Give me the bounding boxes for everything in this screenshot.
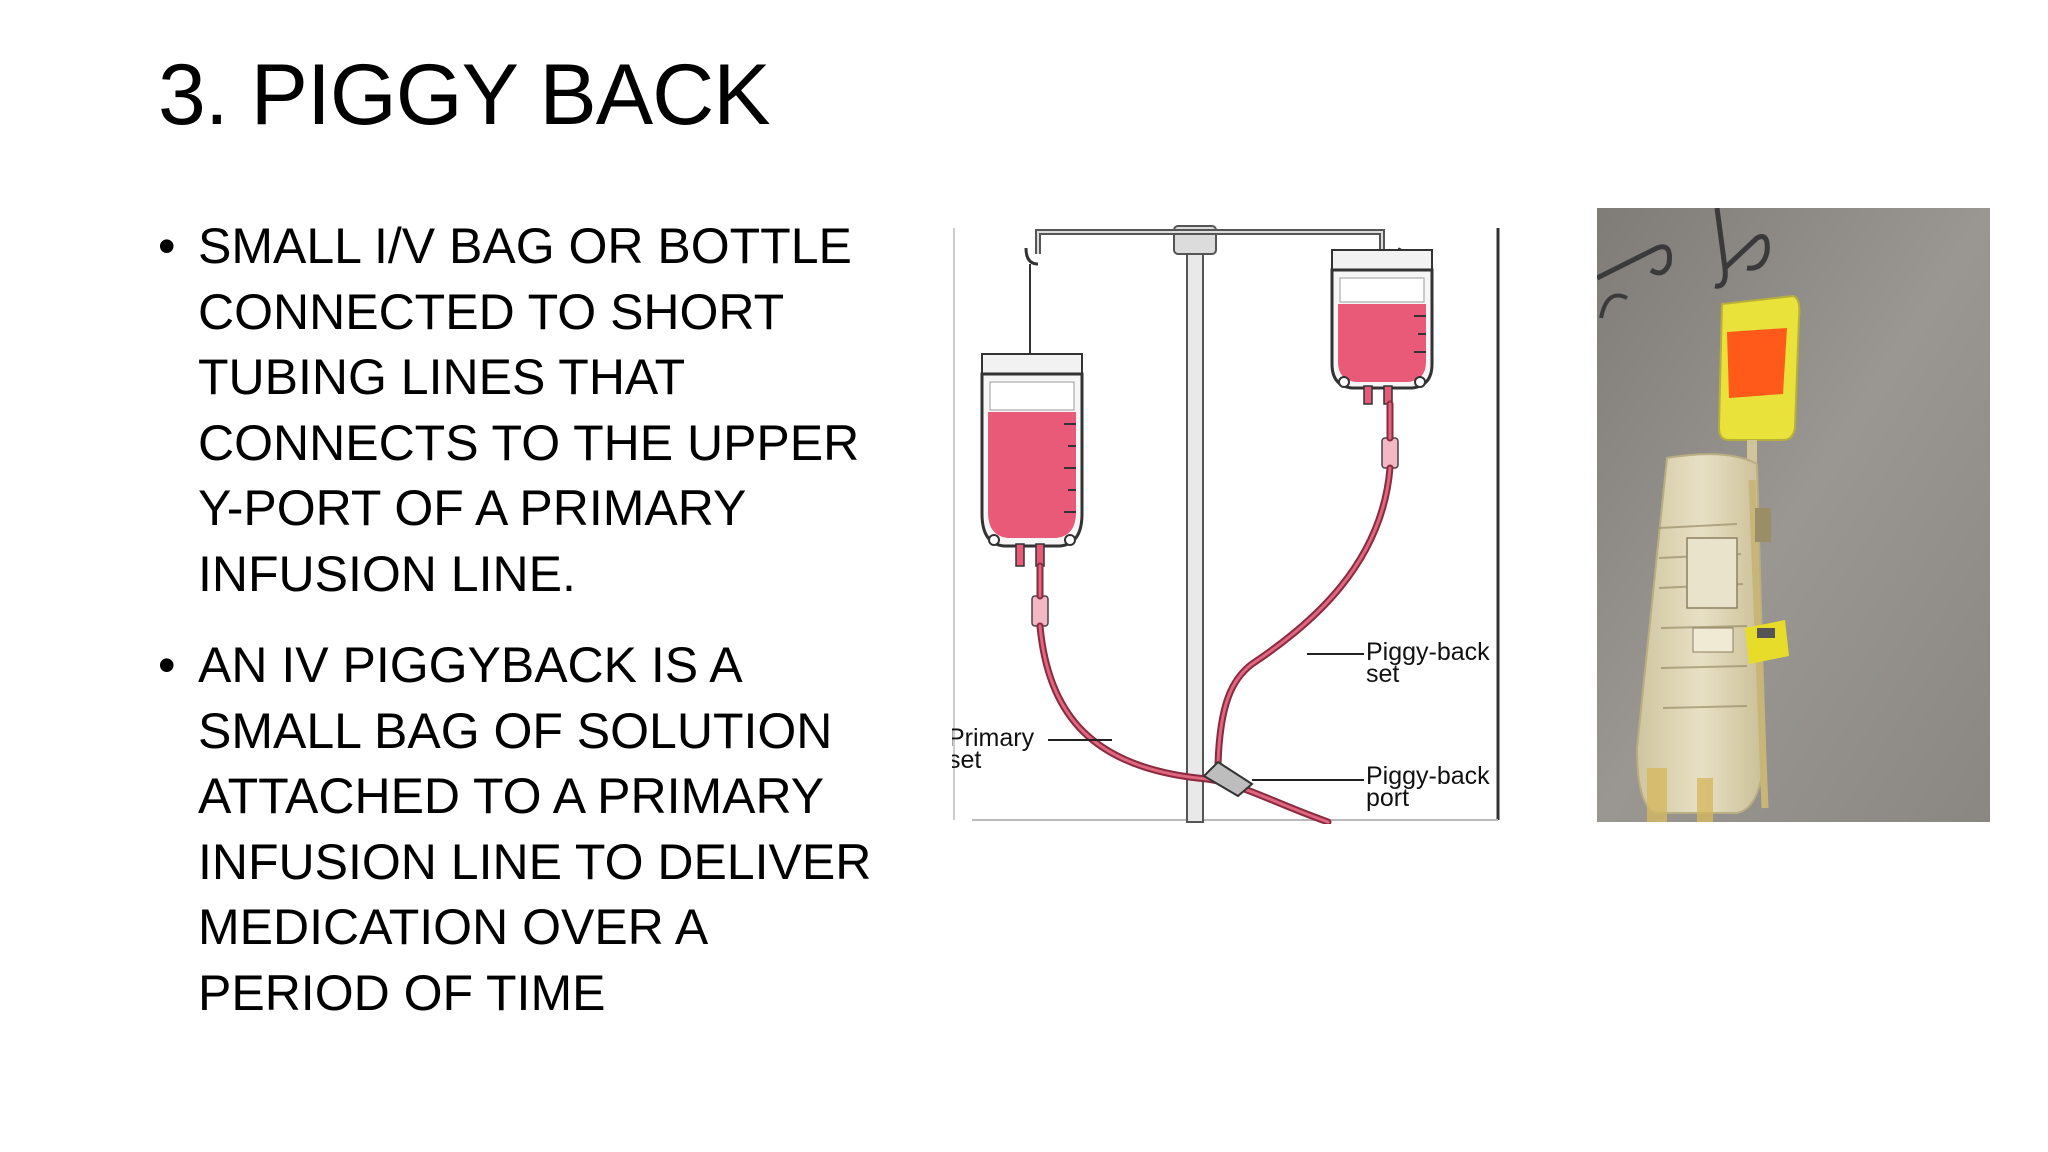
- iv-tubing: [1036, 400, 1394, 824]
- primary-set-label: Primary: [952, 724, 1035, 752]
- piggyback-bag: [1330, 249, 1434, 469]
- piggyback-set-label-line2: set: [1366, 660, 1399, 688]
- piggyback-set-label: Piggy-back: [1366, 638, 1490, 666]
- bullet-item: SMALL I/V BAG OR BOTTLE CONNECTED TO SHO…: [158, 214, 888, 607]
- bullet-item: AN IV PIGGYBACK IS A SMALL BAG OF SOLUTI…: [158, 633, 888, 1026]
- piggyback-port-label-line2: port: [1366, 784, 1409, 812]
- bullet-list: SMALL I/V BAG OR BOTTLE CONNECTED TO SHO…: [158, 214, 888, 1052]
- piggyback-diagram-illustration: Primary set Piggy-back set Piggy-back po…: [952, 225, 1500, 824]
- slide-title: 3. PIGGY BACK: [158, 47, 771, 143]
- label-leaders: [1048, 653, 1364, 781]
- primary-set-label-line2: set: [952, 746, 981, 774]
- primary-bag: [980, 353, 1084, 627]
- iv-bags-photo: [1597, 208, 1990, 822]
- piggyback-port-label: Piggy-back: [1366, 762, 1490, 790]
- piggyback-photo: [1597, 208, 1990, 822]
- piggyback-diagram: Primary set Piggy-back set Piggy-back po…: [952, 224, 1502, 824]
